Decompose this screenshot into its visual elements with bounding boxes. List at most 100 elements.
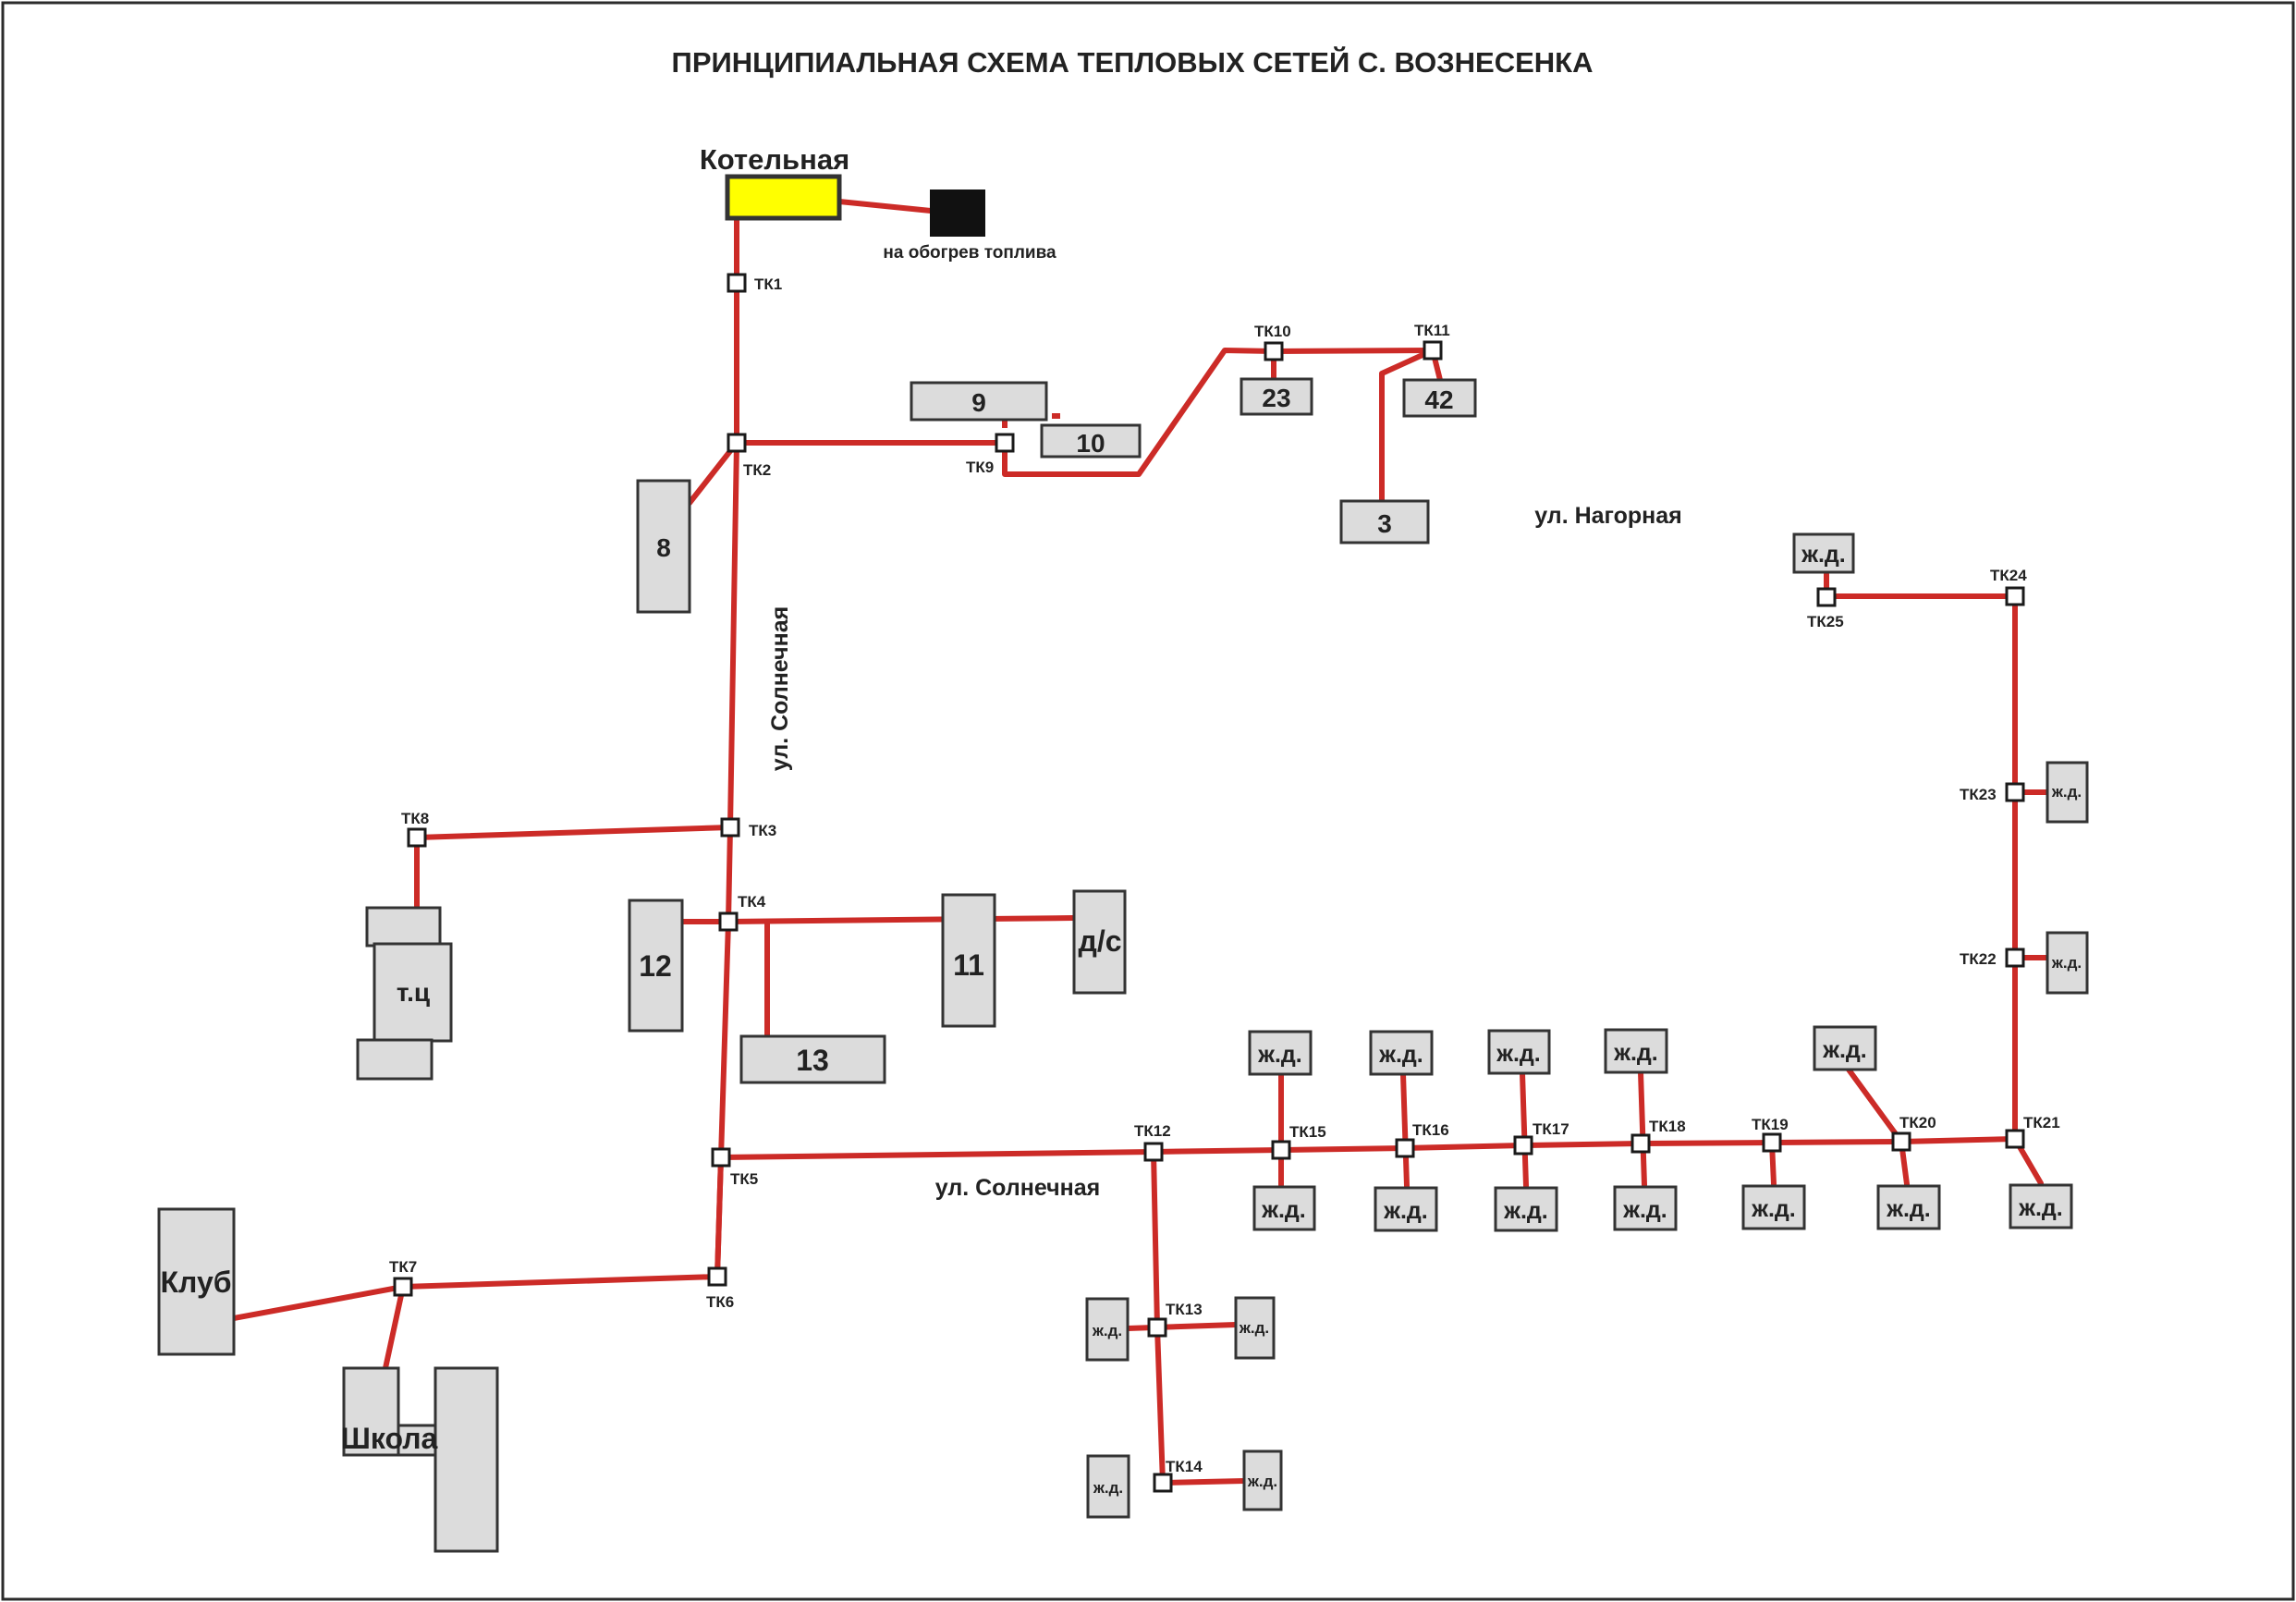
building-10 [1040, 423, 1142, 459]
chamber-tk6 [707, 1266, 727, 1287]
building-8 [636, 479, 691, 614]
chamber-tk3 [720, 817, 740, 838]
chamber-tk7-label: ТК7 [389, 1258, 417, 1276]
house-tk23-label: ж.д. [2051, 783, 2082, 801]
school-label: Школа [341, 1422, 438, 1455]
chamber-tk21 [2005, 1129, 2025, 1149]
chamber-tk10 [1264, 341, 1284, 361]
house-tk18-north [1604, 1028, 1668, 1074]
house-tk15-north-label: ж.д. [1257, 1042, 1302, 1068]
house-tk17-north [1487, 1029, 1551, 1075]
pipe-tk2-b8 [687, 440, 739, 506]
building-9 [910, 381, 1048, 422]
pipe-tk13-houses [1125, 1322, 1239, 1331]
chamber-tk9-label: ТК9 [966, 459, 994, 476]
chamber-tk24 [2005, 586, 2025, 606]
house-tk25 [1792, 532, 1855, 574]
house-tk25-label: ж.д. [1801, 542, 1846, 568]
house-tk13-west-label: ж.д. [1092, 1322, 1122, 1339]
chamber-tk14-label: ТК14 [1166, 1458, 1203, 1475]
pipe-tk14-houses [1160, 1478, 1247, 1486]
chamber-tk23 [2005, 782, 2025, 802]
house-tk22 [2046, 931, 2089, 995]
chamber-tk8-label: ТК8 [401, 810, 429, 827]
chamber-tk13-label: ТК13 [1166, 1301, 1203, 1318]
street-solnechnaya-vertical: ул. Солнечная [767, 606, 793, 771]
house-tk14-east-label: ж.д. [1247, 1473, 1277, 1490]
kindergarten-label: д/с [1079, 924, 1122, 958]
chamber-tk1 [727, 273, 747, 293]
chamber-tk20-label: ТК20 [1899, 1114, 1936, 1131]
building-23-label: 23 [1262, 384, 1290, 412]
club [157, 1207, 236, 1356]
chamber-tk5-label: ТК5 [730, 1170, 758, 1188]
building-12 [628, 899, 684, 1033]
chamber-tk19 [1762, 1132, 1782, 1153]
chamber-tk8 [407, 827, 427, 848]
school-link [397, 1424, 437, 1457]
street-nagornaya: ул. Нагорная [1534, 503, 1682, 529]
pipe-tk11-b3 [1379, 348, 1435, 504]
building-11 [941, 893, 996, 1028]
house-tk20-north [1813, 1025, 1877, 1071]
chamber-tk22-label: ТК22 [1960, 950, 1997, 968]
house-tk22-label: ж.д. [2051, 954, 2082, 972]
house-tk20-south [1876, 1184, 1941, 1230]
house-tk13-east-label: ж.д. [1239, 1319, 1269, 1337]
house-tk14-east [1242, 1449, 1283, 1511]
trade-center-label: т.ц [397, 978, 430, 1007]
pipe-tk17-houses [1520, 1070, 1529, 1189]
building-3 [1339, 499, 1430, 544]
street-solnechnaya-horizontal: ул. Солнечная [935, 1175, 1100, 1201]
building-23 [1240, 377, 1313, 416]
chamber-tk12 [1143, 1142, 1164, 1162]
building-42-label: 42 [1424, 385, 1453, 414]
chamber-tk14 [1153, 1473, 1173, 1493]
pipe-tk7-school [383, 1284, 406, 1371]
chamber-tk23-label: ТК23 [1960, 786, 1997, 803]
chamber-tk1-label: ТК1 [754, 275, 782, 293]
fuel-heating-label: на обогрев топлива [883, 243, 1056, 263]
fuel-heating-unit [930, 190, 985, 237]
chamber-tk9 [995, 433, 1015, 453]
chamber-tk4-label: ТК4 [738, 893, 766, 911]
house-tk20-south-label: ж.д. [1886, 1196, 1931, 1222]
chamber-tk12-label: ТК12 [1134, 1122, 1171, 1140]
house-tk16-north [1369, 1030, 1434, 1076]
house-tk16-south [1374, 1186, 1438, 1232]
house-tk15-north [1248, 1030, 1313, 1076]
house-tk13-west [1085, 1297, 1130, 1362]
chamber-tk18-label: ТК18 [1649, 1118, 1686, 1135]
chamber-tk13 [1147, 1317, 1167, 1338]
pipe-tk9-tk11 [1002, 348, 1435, 477]
house-tk14-west-label: ж.д. [1093, 1479, 1123, 1497]
boiler-label: Котельная [700, 143, 849, 176]
chamber-tk15 [1271, 1140, 1291, 1160]
pipe-tk18-houses [1638, 1070, 1647, 1188]
chamber-tk19-label: ТК19 [1752, 1116, 1789, 1133]
buildings: 8 9 10 23 42 3 т.ц 12 11 д/с 13 Клуб Шко… [157, 377, 2089, 1553]
house-tk21 [2009, 1183, 2073, 1229]
building-8-label: 8 [656, 533, 671, 562]
chamber-tk16 [1395, 1138, 1415, 1158]
house-tk19-label: ж.д. [1751, 1196, 1796, 1222]
chamber-tk11 [1423, 340, 1443, 361]
building-3-label: 3 [1377, 509, 1392, 538]
house-tk15-south-label: ж.д. [1261, 1197, 1306, 1223]
chamber-tk25 [1816, 587, 1837, 607]
chamber-tk2 [727, 433, 747, 453]
chamber-tk15-label: ТК15 [1289, 1123, 1326, 1141]
house-tk23 [2046, 761, 2089, 824]
chamber-tk7 [393, 1277, 413, 1297]
house-tk17-south [1494, 1186, 1558, 1232]
chamber-tk25-label: ТК25 [1807, 613, 1844, 630]
boiler-house [725, 174, 842, 221]
building-11-label: 11 [953, 948, 984, 982]
trade-center-top [365, 906, 442, 948]
house-tk18-south-label: ж.д. [1622, 1197, 1667, 1223]
chamber-tk5 [711, 1147, 731, 1168]
chamber-tk16-label: ТК16 [1412, 1121, 1449, 1139]
chamber-tk18 [1630, 1133, 1651, 1154]
house-tk18-north-label: ж.д. [1613, 1040, 1658, 1066]
